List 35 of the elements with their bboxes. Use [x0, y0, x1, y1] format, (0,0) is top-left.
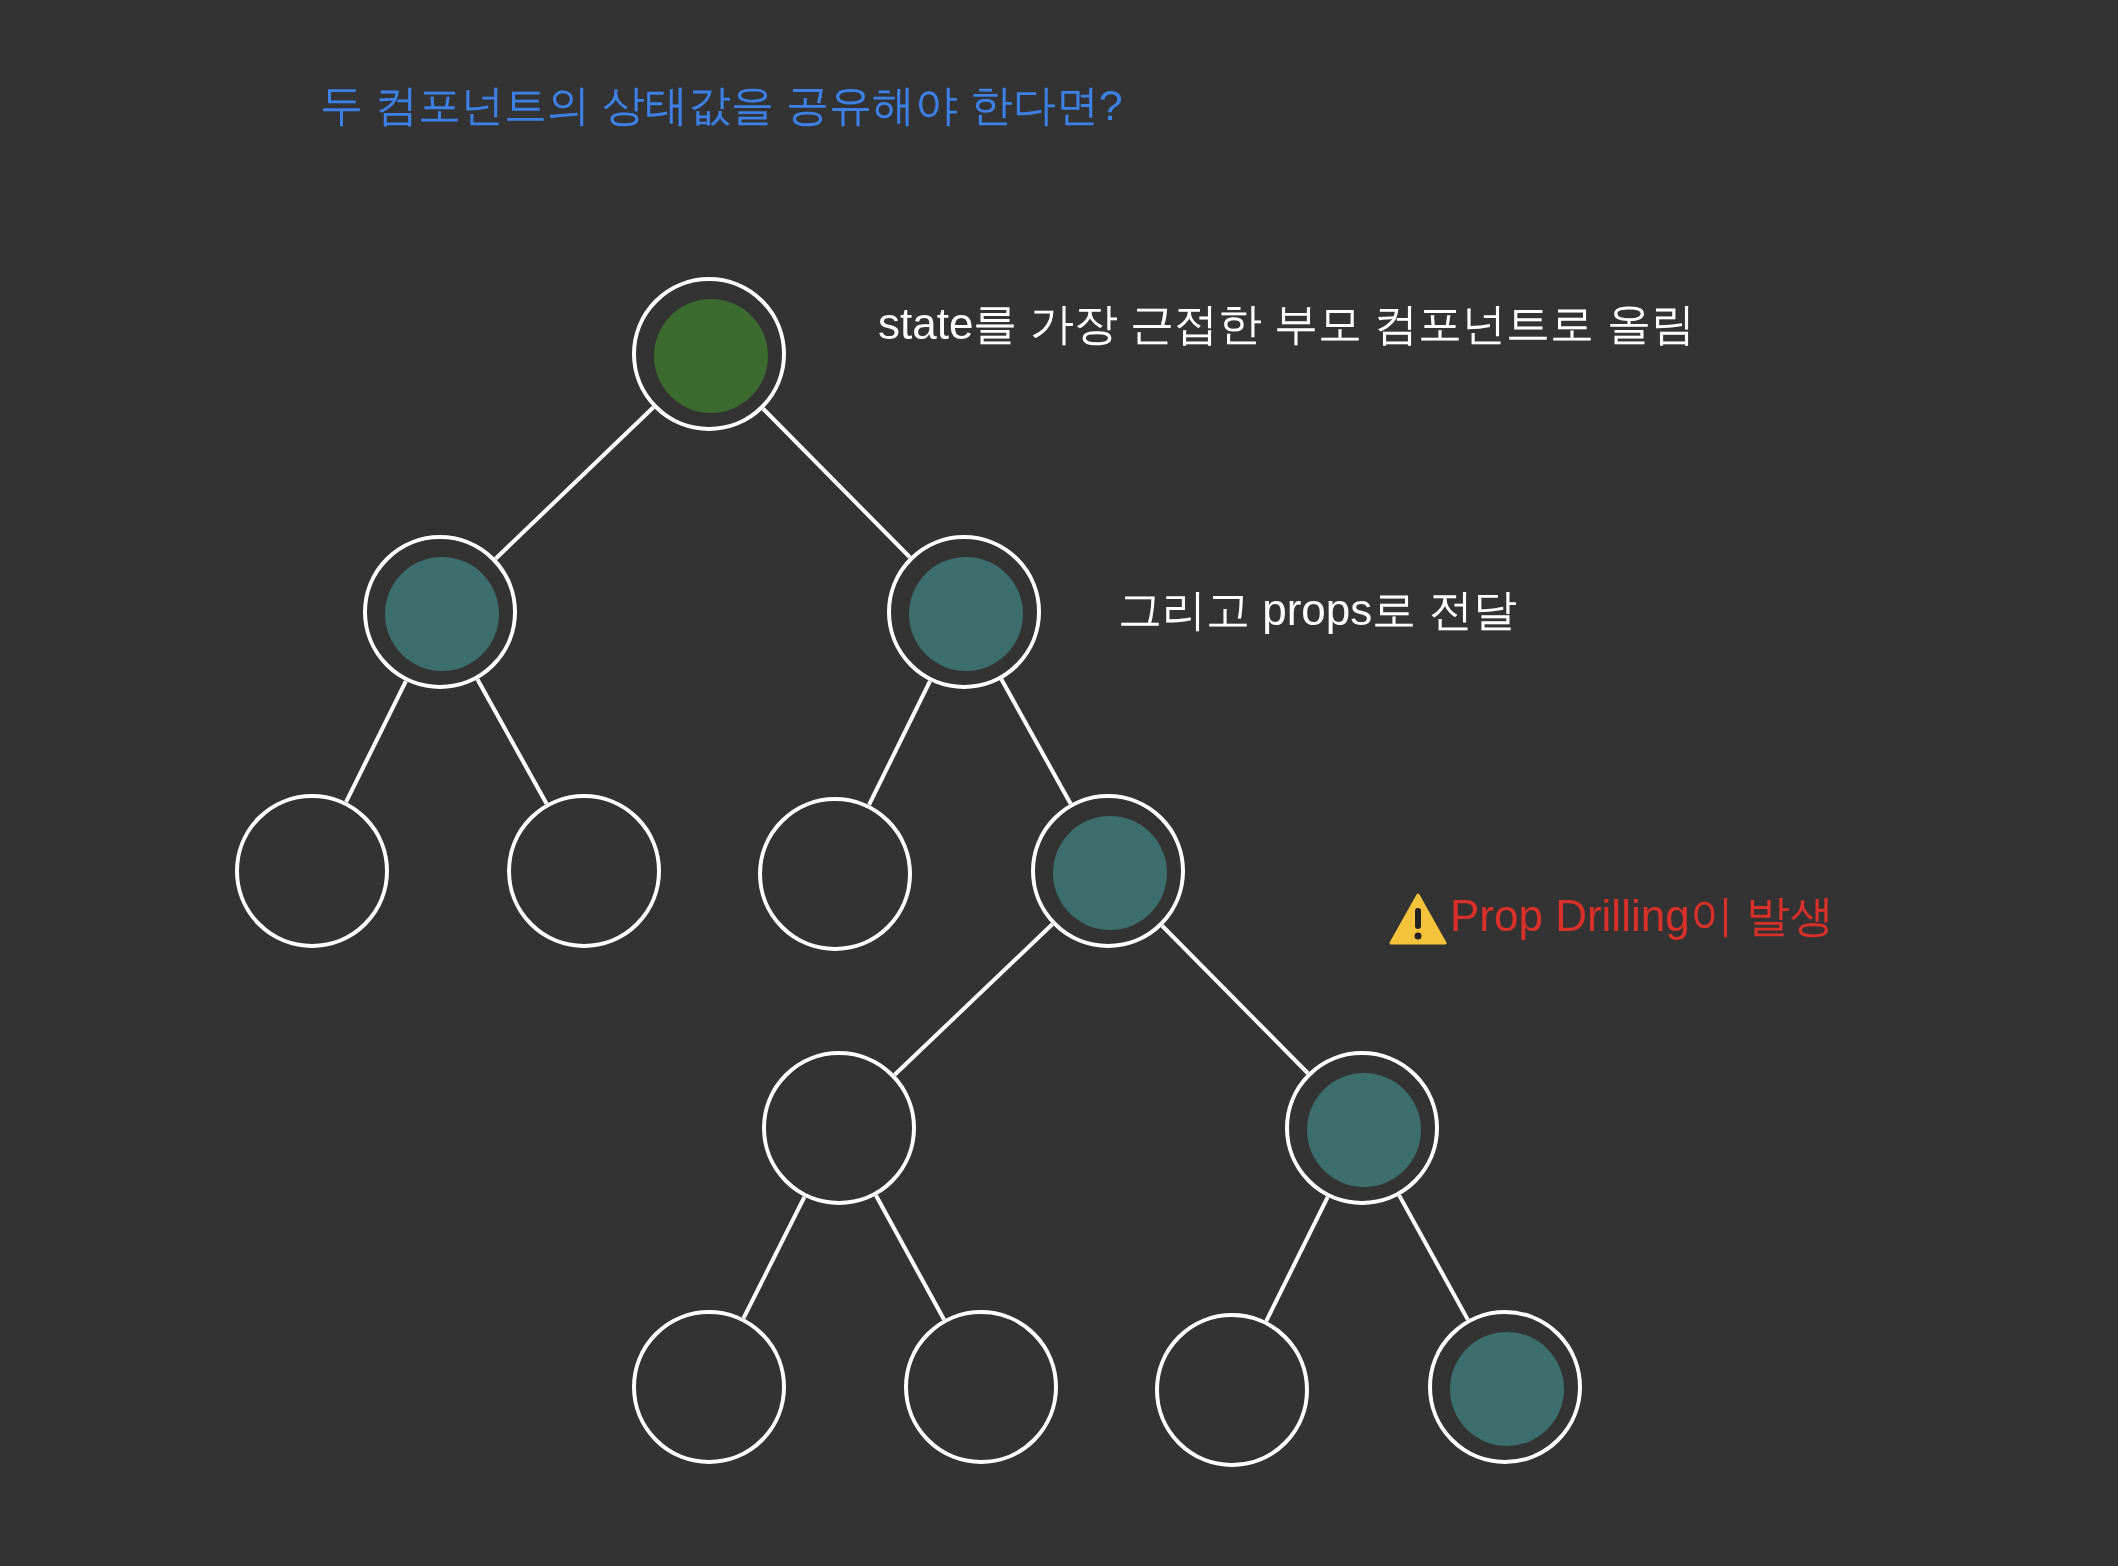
heading: 두 컴포넌트의 상태값을 공유해야 한다면? [320, 80, 1123, 131]
connector-line [867, 680, 932, 806]
tree-node-circle [235, 794, 389, 948]
tree-node-circle [1155, 1313, 1309, 1467]
annotation: 그리고 props로 전달 [1118, 584, 1517, 636]
connector-line [999, 678, 1073, 805]
tree-node-circle [363, 535, 517, 689]
tree-node-circle [1031, 794, 1185, 948]
connector-line [761, 407, 912, 559]
warning-text: Prop Drilling이 발생 [1450, 890, 1834, 942]
tree-node-circle [1428, 1310, 1582, 1464]
connector-line [494, 405, 655, 561]
tree-node-circle [762, 1051, 916, 1205]
filled-disc [909, 557, 1023, 671]
filled-disc [1450, 1332, 1564, 1446]
filled-disc [385, 557, 499, 671]
tree-node-circle [904, 1310, 1058, 1464]
filled-disc [1053, 816, 1167, 930]
tree-node-circle [887, 535, 1041, 689]
annotation: state를 가장 근접한 부모 컴포넌트로 올림 [878, 298, 1695, 350]
filled-disc [654, 299, 768, 413]
connector-line [741, 1195, 807, 1320]
tree-node-circle [632, 1310, 786, 1464]
connector-line [1397, 1194, 1470, 1321]
connector-line [893, 922, 1054, 1077]
tree-node-circle [632, 277, 786, 431]
tree-node-circle [507, 794, 661, 948]
connector-line [874, 1194, 946, 1321]
connector-line [475, 678, 549, 805]
connector-line [1160, 924, 1310, 1075]
tree-node-circle [1285, 1051, 1439, 1205]
connector-line [1264, 1196, 1330, 1322]
connector-line [344, 680, 408, 803]
tree-node-circle [758, 797, 912, 951]
filled-disc [1307, 1073, 1421, 1187]
